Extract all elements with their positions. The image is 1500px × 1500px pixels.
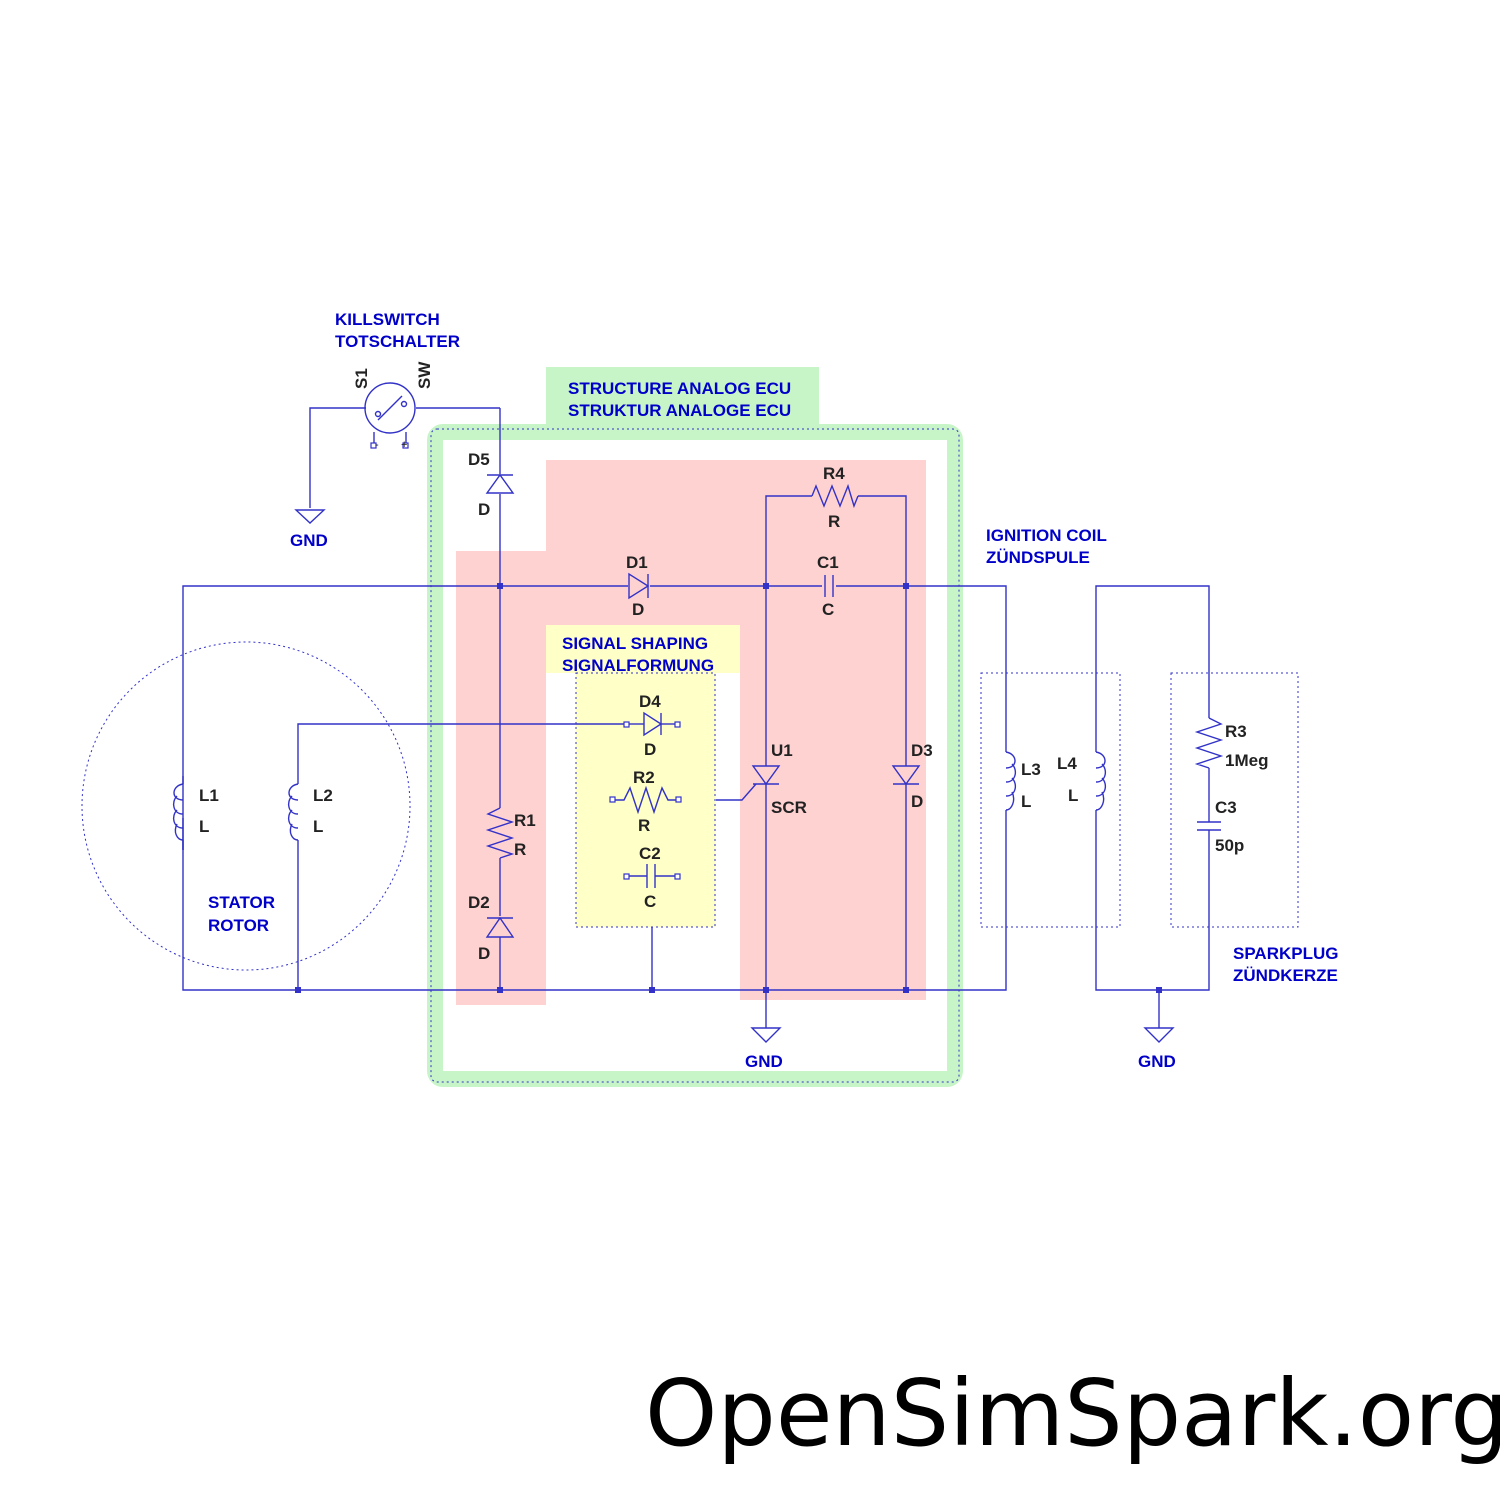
c2-value: C [644, 892, 656, 911]
capacitor-c1 [824, 575, 834, 597]
c2-ref: C2 [639, 844, 661, 863]
resistor-r1 [485, 807, 515, 859]
signal-shaping-label: SIGNAL SHAPING [562, 634, 708, 653]
r2-value: R [638, 816, 650, 835]
l4-value: L [1068, 786, 1078, 805]
gnd-symbol-mid [750, 1027, 782, 1043]
diode-d5 [485, 473, 515, 494]
r1-value: R [514, 840, 526, 859]
signal-title-box [546, 625, 740, 673]
d1-value: D [632, 600, 644, 619]
signal-shaping-box [575, 672, 716, 928]
killswitch-label: KILLSWITCH [335, 310, 440, 329]
resistor-r4 [811, 483, 859, 509]
structure-region [427, 424, 963, 1087]
inductor-l3 [1005, 751, 1017, 818]
ignition-coil-label: IGNITION COIL [986, 526, 1107, 545]
d3-value: D [911, 792, 923, 811]
gnd-symbol-left [294, 509, 326, 524]
capacitor-c2 [623, 864, 681, 888]
r3-ref: R3 [1225, 722, 1247, 741]
inductor-l1 [172, 776, 184, 850]
c3-value: 50p [1215, 836, 1244, 855]
d2-value: D [478, 944, 490, 963]
d4-value: D [644, 740, 656, 759]
resistor-r2 [609, 785, 682, 815]
switch-minus: - [375, 439, 379, 451]
struktur-label: STRUKTUR ANALOGE ECU [568, 401, 791, 420]
diode-d1 [628, 572, 650, 600]
r3-value: 1Meg [1225, 751, 1268, 770]
l4-ref: L4 [1057, 754, 1077, 773]
capacitor-c3 [1197, 821, 1221, 834]
inductor-l2 [287, 776, 299, 842]
d4-ref: D4 [639, 692, 661, 711]
junctions [295, 583, 1162, 993]
gnd-label-mid: GND [745, 1052, 783, 1071]
resistor-r3 [1194, 717, 1224, 769]
s1-ref: S1 [352, 368, 371, 389]
u1-value: SCR [771, 798, 807, 817]
r1-ref: R1 [514, 811, 536, 830]
l1-ref: L1 [199, 786, 219, 805]
stator-rotor-circle [81, 641, 411, 971]
gnd-label-left: GND [290, 531, 328, 550]
power-region [456, 460, 926, 1005]
c1-ref: C1 [817, 553, 839, 572]
r2-ref: R2 [633, 768, 655, 787]
diode-d4 [623, 711, 681, 737]
d1-ref: D1 [626, 553, 648, 572]
site-watermark: OpenSimSpark.org [645, 1360, 1500, 1467]
sparkplug-label: SPARKPLUG [1233, 944, 1338, 963]
diode-d3 [891, 765, 921, 786]
s1-value: SW [415, 361, 434, 389]
l2-ref: L2 [313, 786, 333, 805]
structure-label: STRUCTURE ANALOG ECU [568, 379, 791, 398]
totschalter-label: TOTSCHALTER [335, 332, 460, 351]
wires [182, 407, 1210, 1028]
sparkplug-frame [1170, 672, 1299, 928]
ignition-coil-frame [980, 672, 1121, 928]
d5-value: D [478, 500, 490, 519]
scr-u1 [751, 765, 781, 786]
u1-ref: U1 [771, 741, 793, 760]
r4-ref: R4 [823, 464, 845, 483]
zuendkerze-label: ZÜNDKERZE [1233, 966, 1338, 985]
c1-value: C [822, 600, 834, 619]
r4-value: R [828, 512, 840, 531]
zuendspule-label: ZÜNDSPULE [986, 548, 1090, 567]
diode-d2 [485, 916, 515, 938]
signalformung-label: SIGNALFORMUNG [562, 656, 714, 675]
structure-region-outline [430, 428, 960, 1083]
d5-ref: D5 [468, 450, 490, 469]
d3-ref: D3 [911, 741, 933, 760]
d2-ref: D2 [468, 893, 490, 912]
gnd-label-right: GND [1138, 1052, 1176, 1071]
l3-ref: L3 [1021, 760, 1041, 779]
switch-plus: + [401, 439, 407, 451]
inductor-l4 [1095, 751, 1107, 818]
c3-ref: C3 [1215, 798, 1237, 817]
killswitch-symbol [364, 382, 416, 449]
rotor-label: ROTOR [208, 916, 269, 935]
gnd-symbol-right [1143, 1027, 1175, 1043]
stator-label: STATOR [208, 893, 275, 912]
structure-title-box [546, 367, 819, 425]
l2-value: L [313, 817, 323, 836]
l1-value: L [199, 817, 209, 836]
l3-value: L [1021, 792, 1031, 811]
